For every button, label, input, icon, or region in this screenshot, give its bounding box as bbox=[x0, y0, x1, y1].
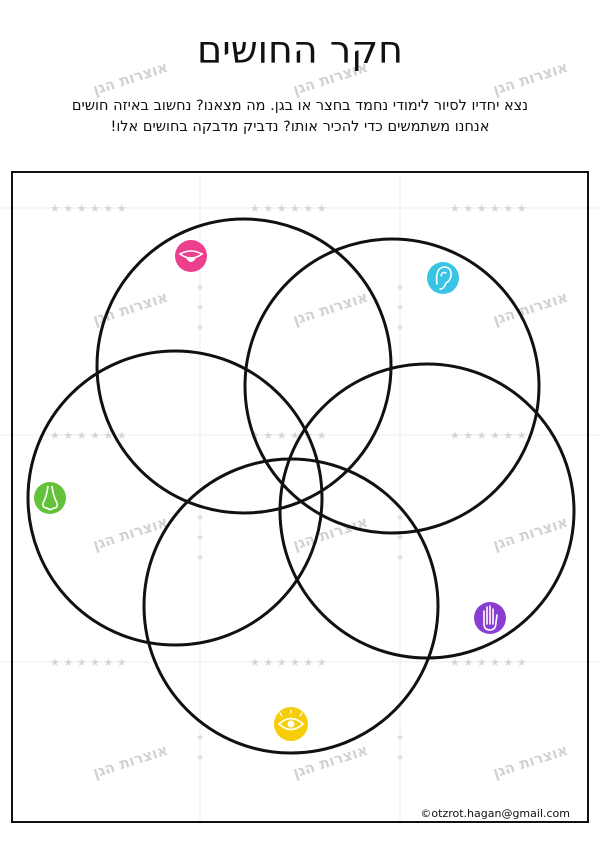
svg-text:אוצרות הגן: אוצרות הגן bbox=[91, 513, 170, 554]
credit-email: ©otzrot.hagan@gmail.com bbox=[420, 807, 570, 820]
svg-text:★: ★ bbox=[396, 753, 404, 763]
hearing-ear-icon bbox=[427, 262, 459, 294]
svg-text:★: ★ bbox=[196, 753, 204, 763]
svg-text:★ ★ ★ ★ ★ ★: ★ ★ ★ ★ ★ ★ bbox=[250, 656, 327, 669]
svg-text:★: ★ bbox=[396, 283, 404, 293]
svg-text:★: ★ bbox=[396, 303, 404, 313]
svg-text:אוצרות הגן: אוצרות הגן bbox=[291, 288, 370, 329]
svg-text:★: ★ bbox=[396, 553, 404, 563]
touch-circle bbox=[278, 362, 576, 660]
taste-circle bbox=[95, 217, 393, 515]
page-title: חקר החושים bbox=[197, 28, 403, 72]
watermark-logos: אוצרות הגן אוצרות הגן אוצרות הגן אוצרות … bbox=[91, 58, 570, 782]
svg-text:★: ★ bbox=[196, 513, 204, 523]
guide-lines bbox=[0, 172, 600, 822]
svg-text:★: ★ bbox=[196, 323, 204, 333]
svg-text:★: ★ bbox=[196, 533, 204, 543]
svg-text:★: ★ bbox=[396, 513, 404, 523]
sense-circles bbox=[26, 217, 576, 755]
instructions-line-1: נצא יחדיו לסיור לימודי נחמד בחצר או בגן.… bbox=[71, 98, 529, 114]
svg-text:★: ★ bbox=[396, 733, 404, 743]
svg-text:אוצרות הגן: אוצרות הגן bbox=[491, 513, 570, 554]
svg-text:אוצרות הגן: אוצרות הגן bbox=[491, 741, 570, 782]
svg-text:★ ★ ★ ★ ★ ★: ★ ★ ★ ★ ★ ★ bbox=[250, 202, 327, 215]
svg-text:★ ★ ★ ★ ★ ★: ★ ★ ★ ★ ★ ★ bbox=[450, 429, 527, 442]
hearing-circle bbox=[243, 237, 541, 535]
svg-text:אוצרות הגן: אוצרות הגן bbox=[91, 741, 170, 782]
svg-text:★ ★ ★ ★ ★ ★: ★ ★ ★ ★ ★ ★ bbox=[50, 656, 127, 669]
svg-text:★ ★ ★ ★ ★ ★: ★ ★ ★ ★ ★ ★ bbox=[50, 429, 127, 442]
instructions: נצא יחדיו לסיור לימודי נחמד בחצר או בגן.… bbox=[0, 96, 600, 138]
touch-hand-icon bbox=[474, 602, 506, 634]
sight-eye-icon bbox=[274, 707, 308, 741]
svg-text:★: ★ bbox=[196, 733, 204, 743]
taste-mouth-icon bbox=[175, 240, 207, 272]
svg-text:★: ★ bbox=[396, 533, 404, 543]
smell-circle bbox=[26, 349, 324, 647]
smell-nose-icon bbox=[34, 482, 66, 514]
svg-text:אוצרות הגן: אוצרות הגן bbox=[491, 288, 570, 329]
svg-text:★: ★ bbox=[196, 303, 204, 313]
diagram-frame bbox=[11, 171, 589, 823]
svg-text:★: ★ bbox=[396, 323, 404, 333]
svg-text:★ ★ ★ ★ ★ ★: ★ ★ ★ ★ ★ ★ bbox=[450, 202, 527, 215]
svg-text:★: ★ bbox=[196, 283, 204, 293]
svg-text:★ ★ ★ ★ ★ ★: ★ ★ ★ ★ ★ ★ bbox=[450, 656, 527, 669]
sight-circle bbox=[142, 457, 440, 755]
instructions-line-2: אנחנו משתמשים כדי להכיר אותו? נדביק מדבק… bbox=[110, 119, 490, 135]
svg-text:★ ★ ★ ★ ★ ★: ★ ★ ★ ★ ★ ★ bbox=[50, 202, 127, 215]
svg-text:★ ★ ★ ★ ★ ★: ★ ★ ★ ★ ★ ★ bbox=[250, 429, 327, 442]
svg-text:★: ★ bbox=[196, 553, 204, 563]
